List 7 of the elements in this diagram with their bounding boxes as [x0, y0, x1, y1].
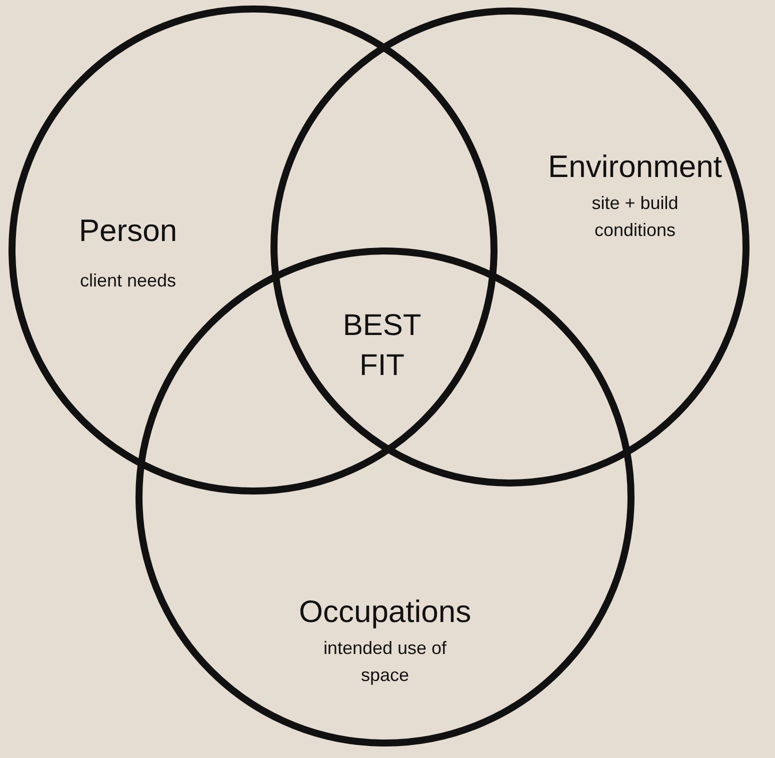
- set-description: site + build conditions: [590, 192, 680, 242]
- set-title: Occupations: [298, 594, 472, 630]
- set-title: Environment: [548, 149, 722, 185]
- set-description: intended use of space: [322, 637, 448, 687]
- overlap-label: BEST FIT: [342, 308, 422, 384]
- set-title: Person: [78, 213, 178, 249]
- set-description: client needs: [78, 270, 178, 292]
